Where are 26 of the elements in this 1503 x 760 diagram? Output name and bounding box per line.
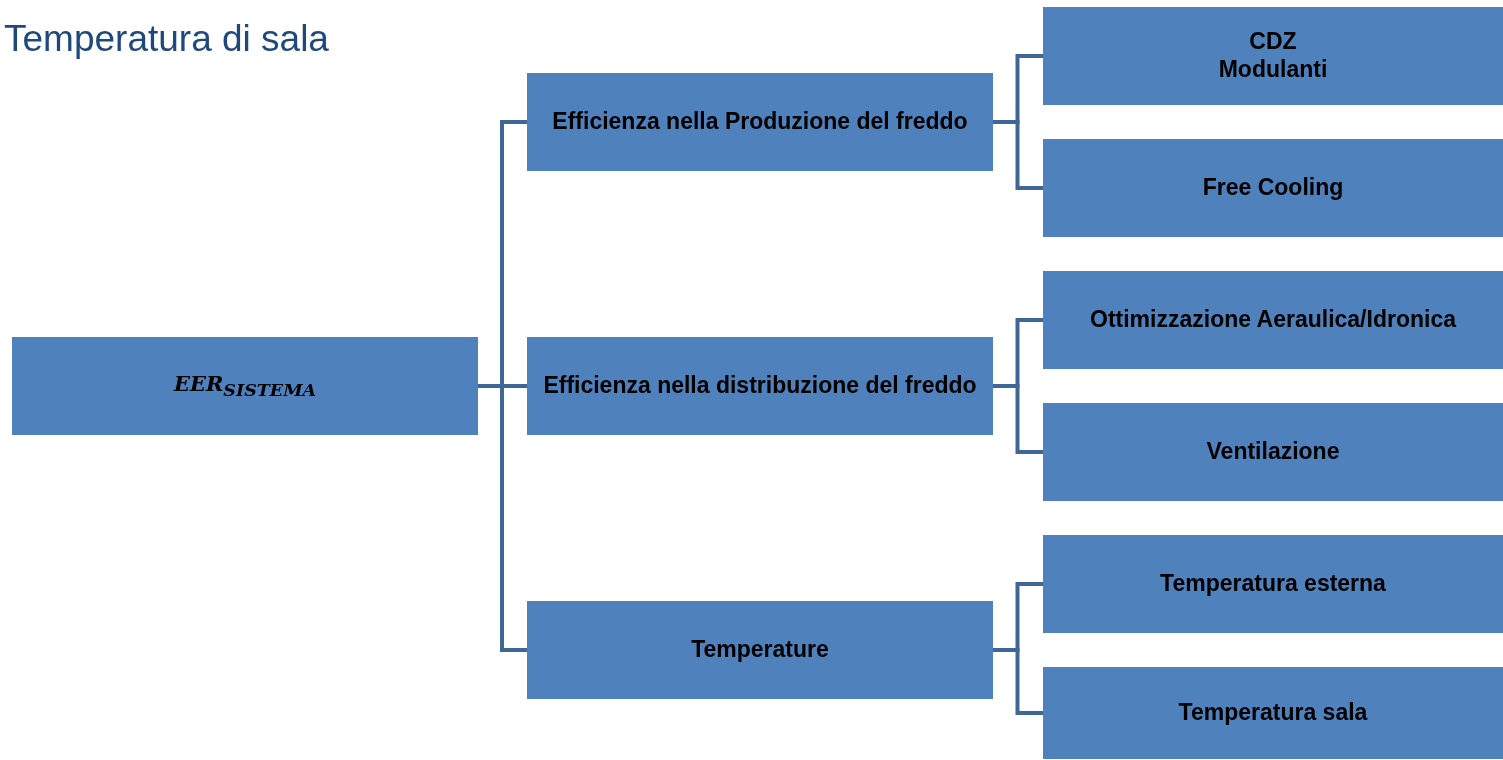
box-label: Efficienza nella distribuzione del freddo	[543, 372, 977, 400]
process-box	[527, 73, 993, 171]
process-box	[1043, 667, 1503, 759]
process-box	[527, 601, 993, 699]
process-box	[527, 337, 993, 435]
box-label: Modulanti	[1218, 56, 1328, 84]
process-box	[1043, 139, 1503, 237]
box-label: Temperature	[691, 636, 829, 664]
connector-line	[993, 648, 1043, 715]
process-box	[1043, 271, 1503, 369]
box-label: EER$_{SISTEMA}$	[173, 370, 317, 402]
process-box	[1043, 403, 1503, 501]
connector-line	[993, 384, 1043, 454]
box-label: CDZ	[1249, 28, 1297, 56]
process-box	[12, 337, 478, 435]
box-label: Temperatura sala	[1178, 699, 1368, 727]
connector-line	[478, 384, 527, 652]
process-box	[1043, 7, 1503, 105]
box-label: Temperatura esterna	[1160, 570, 1386, 598]
box-label: Free Cooling	[1202, 174, 1344, 202]
box-label: Efficienza nella Produzione del freddo	[552, 108, 968, 136]
box-label: Ventilazione	[1206, 438, 1340, 466]
title: Temperatura di sala	[4, 18, 329, 60]
process-box	[1043, 535, 1503, 633]
box-label: Ottimizzazione Aeraulica/Idronica	[1090, 306, 1456, 334]
connector-line	[993, 120, 1043, 190]
